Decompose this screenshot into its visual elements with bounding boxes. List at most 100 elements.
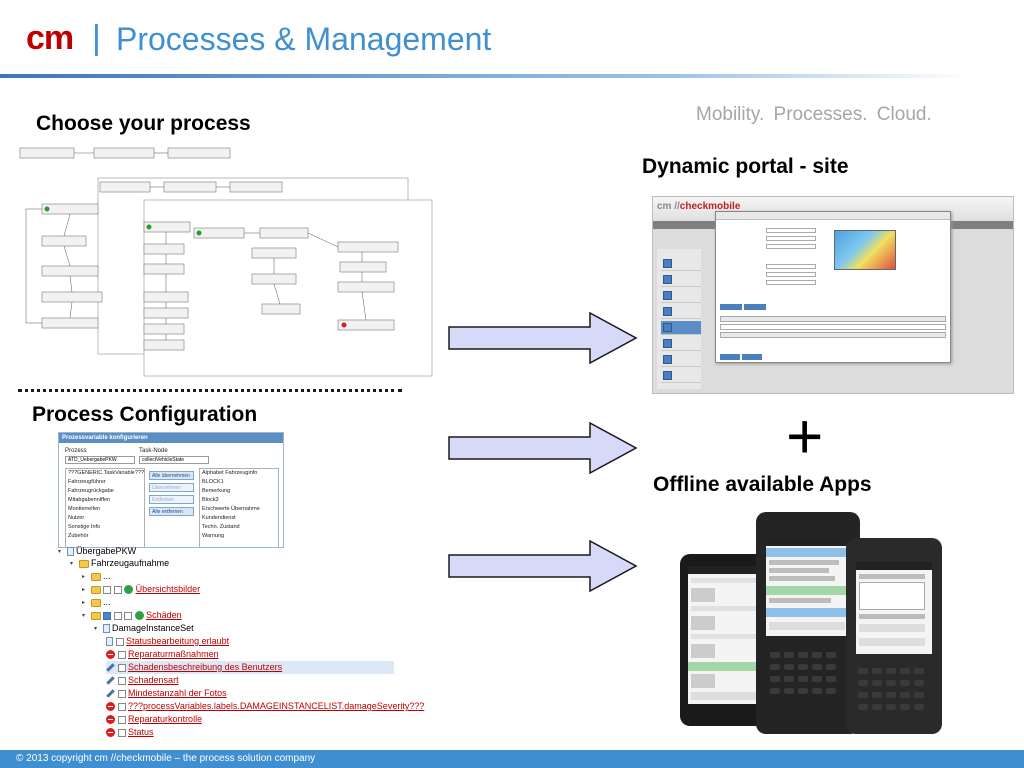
tree-link[interactable]: Übersichtsbilder — [135, 584, 201, 594]
tree-label: ÜbergabePKW — [76, 546, 137, 556]
collapse-icon[interactable]: ▾ — [58, 548, 62, 555]
tree-leaf[interactable]: Statusbearbeitung erlaubt — [106, 635, 229, 648]
sidebar-item[interactable] — [661, 273, 701, 287]
checkbox[interactable] — [113, 611, 122, 620]
tree-link[interactable]: Schadensart — [128, 675, 179, 685]
sidebar-item[interactable] — [661, 369, 701, 383]
tree-link[interactable]: Reparaturmaßnahmen — [128, 649, 219, 659]
selected-variables-list[interactable]: Alphabet Fahrzeuginfo BLOCK1 Bemerkung B… — [199, 468, 279, 547]
list-item[interactable]: Zubehör — [68, 533, 89, 539]
offline-apps-heading: Offline available Apps — [653, 473, 872, 496]
expand-icon[interactable]: ▸ — [82, 573, 86, 580]
tree-node-root[interactable]: ▾ ÜbergabePKW — [58, 545, 136, 558]
edit-icon[interactable] — [106, 689, 115, 698]
tree-node-uebersichtsbilder[interactable]: ▸ Übersichtsbilder — [82, 583, 200, 596]
sidebar-item[interactable] — [661, 305, 701, 319]
list-item[interactable]: Mitabgabenniffen — [68, 497, 111, 503]
tree-leaf[interactable]: Status — [106, 726, 154, 739]
collapse-icon[interactable]: ▾ — [94, 625, 98, 632]
list-item[interactable]: Techn. Zustand — [202, 524, 240, 530]
tree-link[interactable]: Mindestanzahl der Fotos — [128, 688, 227, 698]
checkbox[interactable] — [113, 585, 122, 594]
tree-node-fahrzeugaufnahme[interactable]: ▾ Fahrzeugaufnahme — [70, 557, 169, 570]
tree-link[interactable]: Reparaturkontrolle — [128, 714, 203, 724]
edit-icon[interactable] — [106, 663, 115, 672]
collapse-icon[interactable]: ▾ — [82, 612, 86, 619]
checkbox[interactable] — [117, 650, 126, 659]
copyright-text: © 2013 copyright cm //checkmobile – the … — [16, 753, 316, 764]
checkbox[interactable] — [103, 585, 112, 594]
tree-link[interactable]: Statusbearbeitung erlaubt — [126, 636, 230, 646]
list-item[interactable]: Sonstige Info — [68, 524, 101, 530]
remove-icon[interactable] — [106, 715, 115, 725]
tree-link[interactable]: Status — [128, 727, 154, 737]
tree-node-schaeden[interactable]: ▾ Schäden — [82, 609, 182, 622]
tree-node-ellipsis[interactable]: ▸ ... — [82, 596, 111, 609]
remove-icon[interactable] — [106, 728, 115, 738]
damage-map[interactable] — [834, 230, 896, 270]
list-item[interactable]: Montierreifen — [68, 506, 101, 512]
brand-logo: cm — [26, 19, 74, 57]
sidebar-item[interactable] — [661, 289, 701, 303]
list-item[interactable]: Alphabet Fahrzeuginfo — [202, 470, 258, 476]
list-item[interactable]: Kundendienst — [202, 515, 236, 521]
add-icon[interactable] — [134, 611, 144, 621]
checkbox[interactable] — [115, 637, 124, 646]
tree-node-ellipsis[interactable]: ▸ ... — [82, 570, 111, 583]
checkbox[interactable] — [117, 676, 126, 685]
tree-leaf[interactable]: Reparaturmaßnahmen — [106, 648, 219, 661]
edit-icon[interactable] — [106, 676, 115, 685]
phone-motorola-2 — [846, 538, 942, 734]
tagline: Mobility. Processes. Cloud. — [696, 104, 932, 125]
section-separator — [18, 389, 402, 392]
arrow-right-1 — [448, 312, 638, 364]
list-item[interactable]: Fahrzeugführer — [68, 479, 106, 485]
tree-leaf[interactable]: ???processVariables.labels.DAMAGEINSTANC… — [106, 700, 424, 713]
task-node-field[interactable]: collectVehicleState — [139, 456, 209, 464]
tree-leaf[interactable]: Schadensbeschreibung des Benutzers — [106, 661, 394, 674]
prozess-field[interactable]: ATD_UebergabePKW — [65, 456, 135, 464]
checkbox[interactable] — [117, 728, 126, 737]
available-variables-list[interactable]: ???GENERIC.TaskVariable??? Fahrzeugführe… — [65, 468, 145, 547]
checkbox[interactable] — [117, 689, 126, 698]
tree-leaf[interactable]: Mindestanzahl der Fotos — [106, 687, 227, 700]
tree-node-damage-set[interactable]: ▾ DamageInstanceSet — [94, 622, 194, 635]
collapse-icon[interactable]: ▾ — [70, 560, 74, 567]
checkbox[interactable] — [117, 663, 126, 672]
add-button[interactable]: Übernehmen — [149, 483, 194, 492]
expand-icon[interactable]: ▸ — [82, 586, 86, 593]
checkbox-checked[interactable] — [103, 611, 112, 620]
checkbox[interactable] — [124, 611, 133, 620]
expand-icon[interactable]: ▸ — [82, 599, 86, 606]
remove-button[interactable]: Entfernen — [149, 495, 194, 504]
remove-icon[interactable] — [106, 702, 115, 712]
sidebar-item[interactable] — [661, 257, 701, 271]
checkbox[interactable] — [117, 702, 126, 711]
tree-link[interactable]: Schadensbeschreibung des Benutzers — [128, 662, 283, 672]
tree-link[interactable]: ???processVariables.labels.DAMAGEINSTANC… — [128, 701, 425, 711]
mobile-devices — [680, 512, 944, 738]
list-item[interactable]: BLOCK1 — [202, 479, 224, 485]
sidebar-item[interactable] — [661, 321, 701, 335]
list-item[interactable]: ???GENERIC.TaskVariable??? — [68, 470, 145, 476]
list-item[interactable]: Fahrzeugrückgabe — [68, 488, 114, 494]
sidebar-item[interactable] — [661, 337, 701, 351]
remove-icon[interactable] — [106, 650, 115, 660]
list-item[interactable]: Block3 — [202, 497, 219, 503]
tree-link[interactable]: Schäden — [146, 610, 182, 620]
sidebar-item[interactable] — [661, 353, 701, 367]
workflow-diagram-stack — [16, 144, 436, 380]
add-all-button[interactable]: Alle übernehmen — [149, 471, 194, 480]
checkbox[interactable] — [117, 715, 126, 724]
list-item[interactable]: Erschwerte Übernahme — [202, 506, 260, 512]
list-item[interactable]: Bemerkung — [202, 488, 231, 494]
tree-leaf[interactable]: Reparaturkontrolle — [106, 713, 202, 726]
arrow-right-3 — [448, 540, 638, 592]
plus-sign: + — [786, 400, 824, 472]
list-item[interactable]: Nutzer — [68, 515, 85, 521]
tree-leaf[interactable]: Schadensart — [106, 674, 179, 687]
folder-icon — [78, 559, 89, 568]
remove-all-button[interactable]: Alle entfernen — [149, 507, 194, 516]
list-item[interactable]: Warnung — [202, 533, 225, 539]
add-icon[interactable] — [124, 585, 134, 595]
